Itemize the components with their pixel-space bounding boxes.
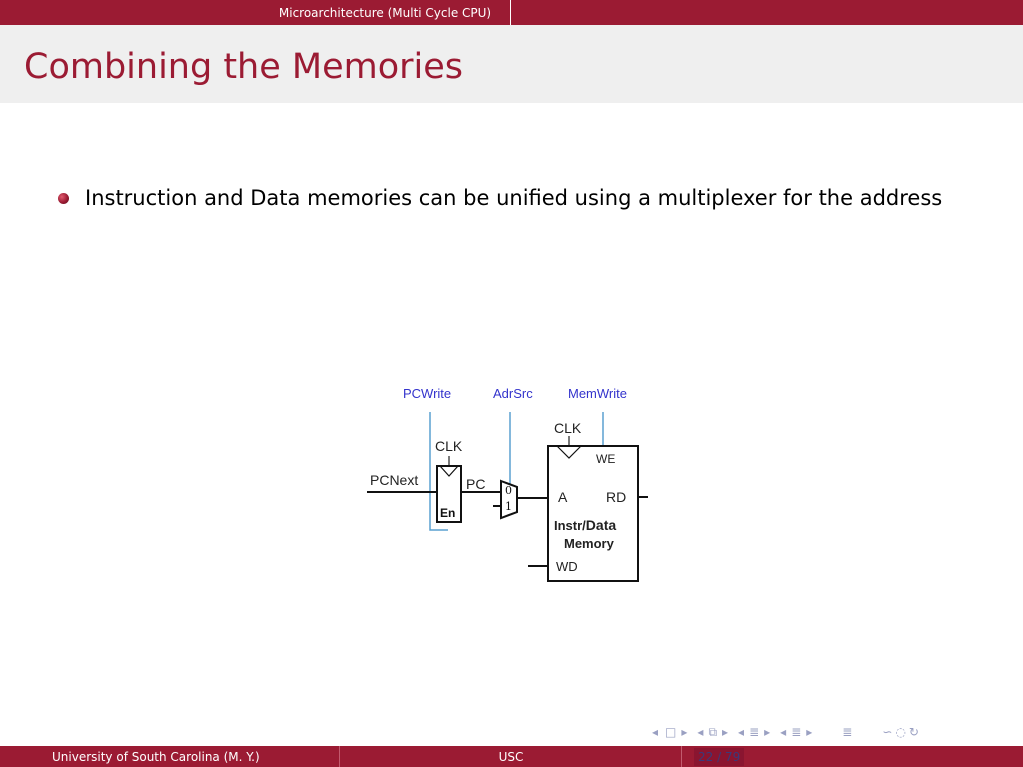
bullet-icon <box>58 192 69 204</box>
clk-mem-triangle <box>556 445 582 459</box>
memwrite-label: MemWrite <box>568 386 627 401</box>
bullet-text: Instruction and Data memories can be uni… <box>85 186 943 210</box>
footer-institution: University of South Carolina (M. Y.) <box>0 746 340 767</box>
section-title[interactable]: Microarchitecture (Multi Cycle CPU) <box>260 0 511 25</box>
nav-back-icon[interactable]: ↻ <box>908 725 919 739</box>
page-number: 22 / 79 <box>694 747 745 766</box>
instr-data-memory <box>547 445 639 582</box>
memory-diagram: PCWrite AdrSrc MemWrite CLK En PCNext PC… <box>360 378 660 592</box>
nav-right-arrow-icon[interactable]: ▸ <box>806 725 813 739</box>
mux-1-label: 1 <box>505 500 512 513</box>
pc-label: PC <box>466 476 485 492</box>
adrsrc-label: AdrSrc <box>493 386 533 401</box>
nav-left-arrow-icon[interactable]: ◂ <box>697 725 704 739</box>
memory-label-data: Data <box>586 517 617 533</box>
rd-label: RD <box>606 489 626 505</box>
wd-label: WD <box>556 559 578 574</box>
nav-section-icon[interactable]: ≣ <box>749 725 760 739</box>
nav-right-arrow-icon[interactable]: ▸ <box>722 725 729 739</box>
a-label: A <box>558 489 568 505</box>
address-mux <box>500 479 518 520</box>
nav-right-arrow-icon[interactable]: ▸ <box>681 725 688 739</box>
clk-reg-label: CLK <box>435 438 463 454</box>
nav-document-icon[interactable]: ≣ <box>842 725 853 739</box>
mux-0-label: 0 <box>505 484 512 497</box>
footer-short-institution: USC <box>341 746 682 767</box>
nav-section-icon[interactable]: ≣ <box>791 725 802 739</box>
nav-left-arrow-icon[interactable]: ◂ <box>738 725 745 739</box>
nav-subsection-icon[interactable]: ⧉ <box>708 724 718 739</box>
clk-mem-label: CLK <box>554 420 582 436</box>
clk-reg-triangle <box>439 465 459 477</box>
memory-label-instr: Instr/ <box>554 518 586 533</box>
nav-zoom-icon[interactable]: ◌ <box>895 725 906 739</box>
we-label: WE <box>596 452 615 466</box>
slide-title: Combining the Memories <box>24 47 464 87</box>
beamer-navigation: ◂ □ ▸ ◂ ⧉ ▸ ◂ ≣ ▸ ◂ ≣ ▸ ≣ ∽ ◌ ↻ <box>652 722 1012 742</box>
memory-diagram-svg: PCWrite AdrSrc MemWrite CLK En PCNext PC… <box>367 386 648 582</box>
footer-bar: University of South Carolina (M. Y.) USC… <box>0 746 1023 767</box>
nav-left-arrow-icon[interactable]: ◂ <box>652 725 659 739</box>
footer-page-area: 22 / 79 <box>682 746 1023 767</box>
nav-right-arrow-icon[interactable]: ▸ <box>764 725 771 739</box>
bullet-item: Instruction and Data memories can be uni… <box>58 186 942 210</box>
pcwrite-wire <box>429 412 448 531</box>
pcwrite-label: PCWrite <box>403 386 451 401</box>
en-label: En <box>440 506 455 520</box>
nav-left-arrow-icon[interactable]: ◂ <box>780 725 787 739</box>
memory-label-line1: Instr/Data <box>554 517 616 533</box>
nav-frame-icon[interactable]: □ <box>665 725 677 739</box>
header-bar: Microarchitecture (Multi Cycle CPU) <box>0 0 1023 25</box>
pcnext-label: PCNext <box>370 472 418 488</box>
memory-label-line2: Memory <box>564 536 615 551</box>
title-bar: Combining the Memories <box>0 25 1023 103</box>
nav-search-icon[interactable]: ∽ <box>882 725 893 739</box>
